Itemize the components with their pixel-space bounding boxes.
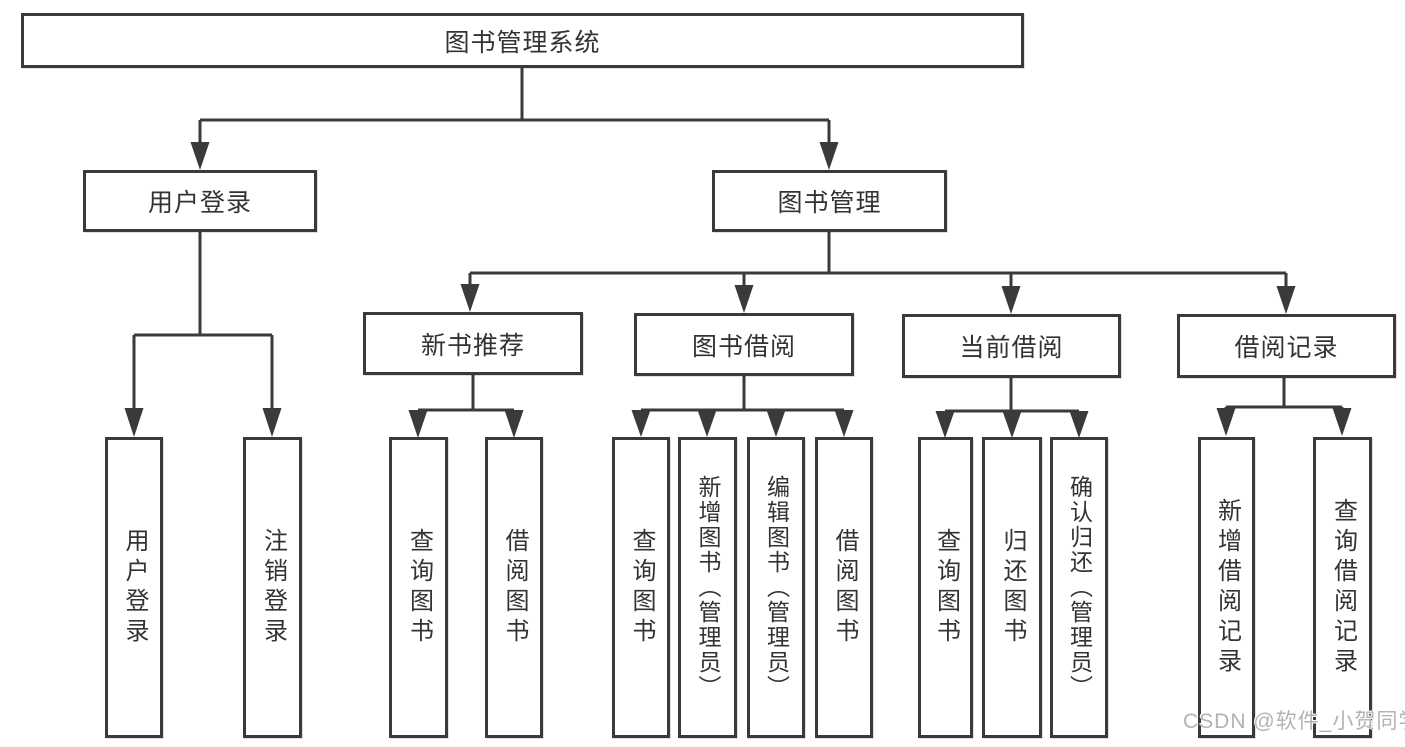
leaf-logout: 注销登录 bbox=[243, 437, 302, 738]
leaf-query-books-borrow: 查询图书 bbox=[612, 437, 670, 738]
leaf-edit-books-admin: 编辑图书（管理员） bbox=[747, 437, 805, 738]
leaf-label: 查询图书 bbox=[405, 527, 433, 648]
node-label: 图书管理 bbox=[777, 189, 882, 217]
node-borrow-records: 借阅记录 bbox=[1177, 314, 1396, 378]
node-book-borrowing: 图书借阅 bbox=[634, 313, 854, 376]
node-label: 借阅记录 bbox=[1234, 334, 1339, 362]
node-label: 用户登录 bbox=[147, 189, 252, 217]
leaf-borrow-books-recommend: 借阅图书 bbox=[485, 437, 543, 738]
node-label: 图书借阅 bbox=[691, 332, 796, 361]
leaf-label: 借阅图书 bbox=[501, 527, 528, 648]
leaf-confirm-return-admin: 确认归还（管理员） bbox=[1050, 437, 1108, 738]
leaf-label: 用户登录 bbox=[121, 527, 148, 648]
leaf-query-books-current: 查询图书 bbox=[918, 437, 973, 738]
leaf-label: 新增图书（管理员） bbox=[695, 475, 721, 700]
node-label: 当前借阅 bbox=[959, 334, 1064, 362]
leaf-label: 编辑图书（管理员） bbox=[763, 475, 790, 700]
leaf-label: 借阅图书 bbox=[831, 527, 858, 648]
leaf-label: 查询图书 bbox=[628, 527, 655, 648]
leaf-borrow-books: 借阅图书 bbox=[815, 437, 873, 738]
leaf-return-books: 归还图书 bbox=[982, 437, 1042, 738]
node-user-login: 用户登录 bbox=[83, 170, 317, 232]
arrowheads bbox=[124, 142, 1352, 438]
node-label: 图书管理系统 bbox=[444, 28, 601, 57]
csdn-watermark: CSDN @软件_小贺同学 bbox=[1183, 710, 1405, 733]
leaf-query-borrow-record: 查询借阅记录 bbox=[1313, 437, 1372, 738]
node-label: 新书推荐 bbox=[420, 331, 525, 360]
leaf-label: 查询图书 bbox=[932, 527, 960, 648]
node-root-library-system: 图书管理系统 bbox=[21, 13, 1024, 68]
node-book-management: 图书管理 bbox=[712, 170, 947, 232]
node-new-book-recommend: 新书推荐 bbox=[363, 312, 583, 375]
leaf-add-borrow-record: 新增借阅记录 bbox=[1198, 437, 1255, 738]
leaf-label: 确认归还（管理员） bbox=[1066, 475, 1093, 700]
leaf-query-books-recommend: 查询图书 bbox=[389, 437, 448, 738]
leaf-label: 归还图书 bbox=[999, 527, 1026, 648]
leaf-user-login: 用户登录 bbox=[105, 437, 163, 738]
leaf-label: 注销登录 bbox=[259, 527, 287, 648]
leaf-label: 查询借阅记录 bbox=[1329, 497, 1357, 678]
leaf-add-books-admin: 新增图书（管理员） bbox=[678, 437, 737, 738]
leaf-label: 新增借阅记录 bbox=[1213, 497, 1241, 678]
node-current-borrowing: 当前借阅 bbox=[902, 314, 1121, 378]
